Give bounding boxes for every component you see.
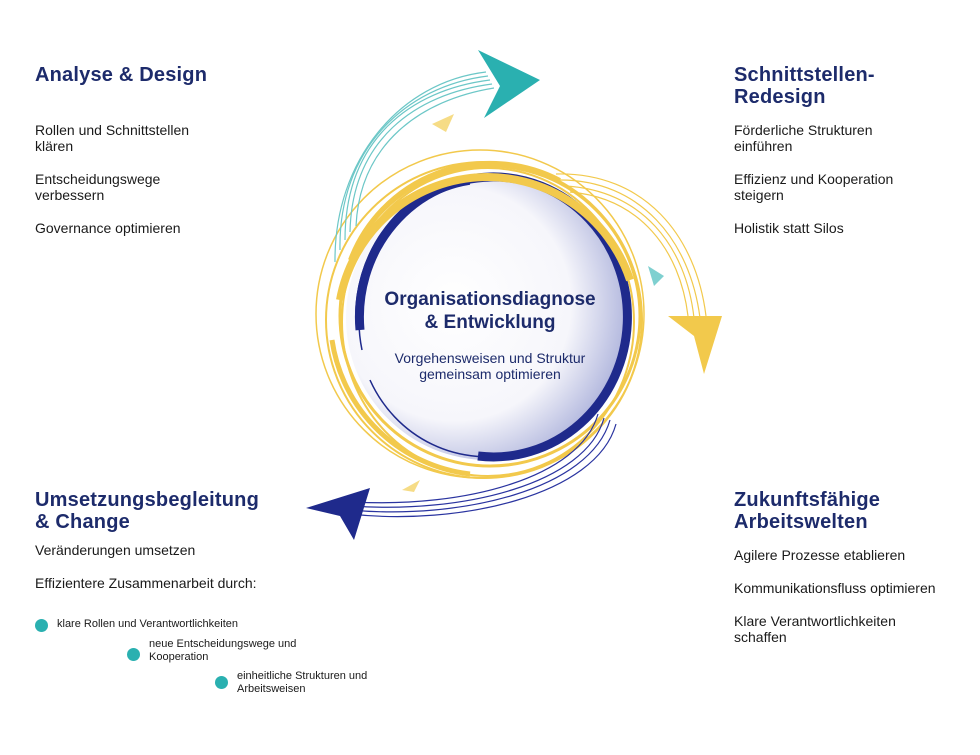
small-gold-arrow-bottom-icon [402, 480, 420, 492]
bullet-item-2: neue Entscheidungswege und Kooperation [127, 638, 327, 664]
analyse-design-block: Analyse & Design Rollen und Schnittstell… [35, 64, 275, 236]
center-title-line2: & Entwicklung [424, 312, 556, 333]
center-title: Organisationsdiagnose & Entwicklung [350, 288, 630, 334]
teal-bullet-icon [35, 619, 48, 632]
teal-sweep [334, 71, 495, 263]
schnittstellen-heading-line2: Redesign [734, 86, 826, 108]
bullet-item-1: klare Rollen und Verantwortlichkeiten [35, 618, 295, 632]
analyse-design-heading: Analyse & Design [35, 64, 208, 86]
gold-sweep [555, 173, 707, 319]
small-gold-arrow-top-icon [432, 114, 454, 132]
schnittstellen-item-3: Holistik statt Silos [734, 220, 844, 236]
umsetzung-item-2: Effizientere Zusammenarbeit durch: [35, 575, 257, 591]
umsetzung-block: Umsetzungsbegleitung & Change Veränderun… [35, 489, 295, 591]
arbeitswelten-item-3: Klare Verantwortlichkeiten schaffen [734, 613, 896, 645]
center-disc [346, 176, 630, 460]
bullet-text-2: neue Entscheidungswege und Kooperation [149, 638, 297, 663]
center-subtitle-line1: Vorgehensweisen und Struktur [394, 350, 586, 366]
bullet-text-3: einheitliche Strukturen und Arbeitsweise… [237, 670, 368, 695]
analyse-item-1: Rollen und Schnittstellen klären [35, 122, 190, 154]
bullet-item-3: einheitliche Strukturen und Arbeitsweise… [215, 670, 405, 696]
center-subtitle-line2: gemeinsam optimieren [419, 366, 561, 382]
gold-ring [315, 149, 645, 479]
analyse-item-2: Entscheidungswege verbessern [35, 171, 161, 203]
schnittstellen-block: Schnittstellen- Redesign Förderliche Str… [734, 64, 964, 236]
center-title-line1: Organisationsdiagnose [384, 289, 596, 310]
small-teal-arrow-right-icon [648, 266, 664, 286]
arbeitswelten-item-1: Agilere Prozesse etablieren [734, 547, 906, 563]
navy-arrowhead-icon [306, 488, 370, 540]
arbeitswelten-block: Zukunftsfähige Arbeitswelten Agilere Pro… [734, 489, 974, 645]
umsetzung-item-1: Veränderungen umsetzen [35, 542, 196, 558]
arbeitswelten-heading-line1: Zukunftsfähige [734, 489, 881, 511]
center-subtitle: Vorgehensweisen und Struktur gemeinsam o… [370, 350, 610, 382]
umsetzung-heading-line1: Umsetzungsbegleitung [35, 489, 260, 511]
arbeitswelten-item-2: Kommunikationsfluss optimieren [734, 580, 936, 596]
teal-arrowhead-icon [478, 50, 540, 118]
schnittstellen-heading-line1: Schnittstellen- [734, 64, 875, 86]
analyse-item-3: Governance optimieren [35, 220, 181, 236]
schnittstellen-item-2: Effizienz und Kooperation steigern [734, 171, 894, 203]
schnittstellen-item-1: Förderliche Strukturen einführen [734, 122, 873, 154]
bullet-text-1: klare Rollen und Verantwortlichkeiten [57, 618, 238, 630]
arbeitswelten-heading-line2: Arbeitswelten [734, 511, 868, 533]
navy-sweep [349, 413, 617, 518]
teal-bullet-icon [215, 676, 228, 689]
teal-bullet-icon [127, 648, 140, 661]
umsetzung-heading-line2: & Change [35, 511, 130, 533]
gold-arrowhead-icon [668, 316, 722, 374]
